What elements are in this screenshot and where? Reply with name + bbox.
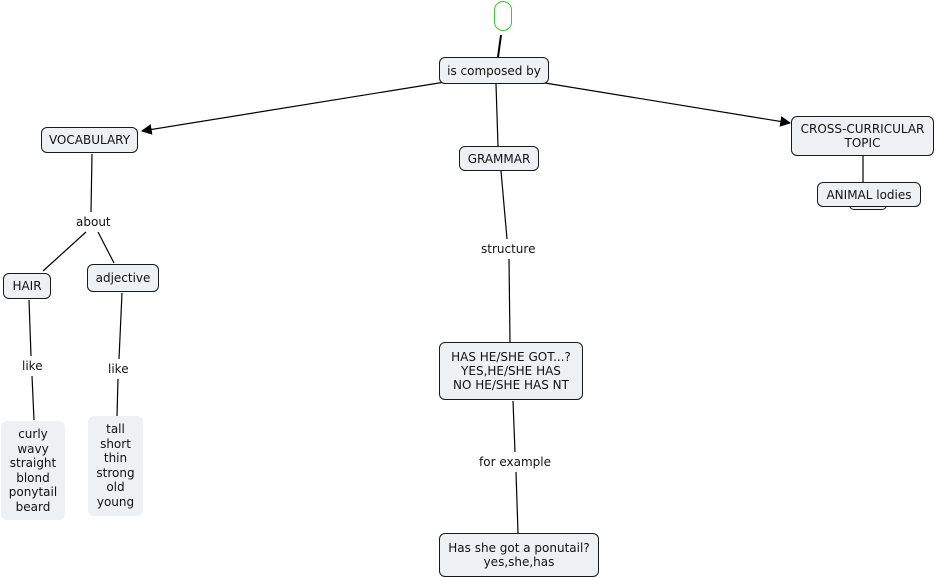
animal-lodies-node[interactable]: ANIMAL lodies: [817, 182, 921, 207]
edge-composed-grammar: [495, 83, 499, 147]
edge-hasgot-forexample: [512, 400, 516, 453]
edge-grammar-structure: [500, 170, 508, 240]
adjective-words-list[interactable]: tall short thin strong old young: [88, 416, 143, 516]
link-label-structure: structure: [480, 242, 537, 256]
adjective-node[interactable]: adjective: [87, 264, 159, 292]
hair-words-list[interactable]: curly wavy straight blond ponytail beard: [1, 421, 65, 520]
edge-root-composed: [497, 34, 502, 58]
link-label-like-hair: like: [21, 359, 44, 373]
edge-adjective-like: [118, 292, 123, 360]
edge-composed-cross: [544, 82, 792, 127]
edge-forexample-example: [515, 471, 519, 534]
edge-structure-hasgot: [508, 258, 511, 343]
root-node[interactable]: [494, 1, 512, 31]
hair-node[interactable]: HAIR: [3, 273, 51, 299]
edge-about-hair: [42, 231, 87, 272]
example-sentence-node[interactable]: Has she got a ponutail? yes,she,has: [439, 533, 599, 577]
edge-about-adjective: [97, 231, 115, 264]
edge-hair-like: [28, 299, 32, 357]
edge-vocabulary-about: [90, 153, 93, 213]
edge-like-hairlist: [31, 375, 35, 421]
link-label-about: about: [75, 215, 112, 229]
edge-like-adjlist: [116, 378, 119, 417]
cross-curricular-topic-node[interactable]: CROSS-CURRICULAR TOPIC: [791, 116, 934, 156]
vocabulary-node[interactable]: VOCABULARY: [41, 127, 138, 153]
link-label-for-example: for example: [478, 455, 552, 469]
edge-composed-vocabulary: [140, 81, 446, 135]
link-label-like-adjective: like: [107, 362, 130, 376]
is-composed-by-node[interactable]: is composed by: [439, 57, 549, 84]
has-he-she-got-node[interactable]: HAS HE/SHE GOT...? YES,HE/SHE HAS NO HE/…: [439, 342, 583, 400]
grammar-node[interactable]: GRAMMAR: [459, 146, 539, 171]
